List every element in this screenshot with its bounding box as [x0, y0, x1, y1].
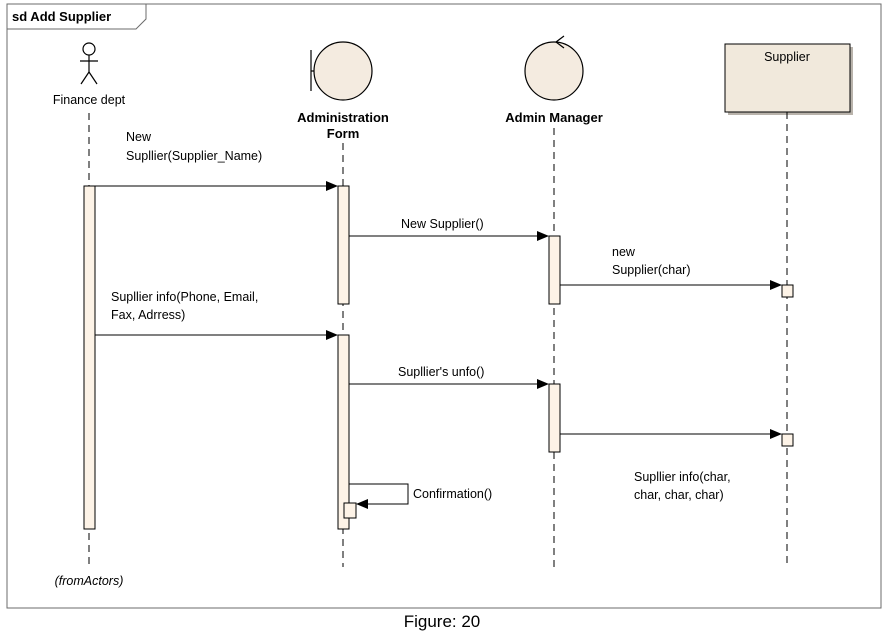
supplier-activation-1	[781, 284, 794, 298]
message-label-new: New	[126, 130, 152, 144]
supplier-label: Supplier	[764, 50, 810, 64]
admin-form-activation-3	[343, 502, 357, 519]
admin-manager-activation-2	[548, 383, 561, 453]
message-label-supplier-char: Supplier(char)	[612, 263, 691, 277]
frame-title: sd Add Supplier	[12, 9, 111, 24]
boundary-icon	[310, 41, 373, 101]
finance-activation	[83, 185, 96, 530]
frame-title-tab	[7, 4, 147, 30]
supplier-activation-2	[781, 433, 794, 447]
message-arrow-confirmation	[349, 483, 409, 509]
control-icon	[524, 35, 584, 101]
message-label-supplier-info-2: Fax, Adrress)	[111, 308, 185, 322]
admin-manager-label: Admin Manager	[505, 110, 603, 125]
from-actors-note: (fromActors)	[55, 574, 124, 588]
message-label-new-lower: new	[612, 245, 636, 259]
admin-form-label-line1: Administration	[297, 110, 389, 125]
admin-form-activation-1	[337, 185, 350, 305]
supplier-box	[724, 43, 851, 113]
message-label-confirmation: Confirmation()	[413, 487, 492, 501]
admin-form-activation-2	[337, 334, 350, 530]
message-label-new-supplier: New Supplier()	[401, 217, 484, 231]
message-label-supplier-info-char-1: Supllier info(char,	[634, 470, 731, 484]
message-label-supplier-info-char-2: char, char, char)	[634, 488, 724, 502]
figure-caption: Figure: 20	[404, 612, 481, 631]
message-label-supplier-info-1: Supllier info(Phone, Email,	[111, 290, 258, 304]
admin-manager-activation-1	[548, 235, 561, 305]
finance-dept-label: Finance dept	[53, 93, 126, 107]
message-label-supplier-name: Supllier(Supplier_Name)	[126, 149, 262, 163]
message-label-supplier-unfo: Supllier's unfo()	[398, 365, 484, 379]
actor-icon	[80, 42, 98, 85]
admin-form-label-line2: Form	[327, 126, 360, 141]
